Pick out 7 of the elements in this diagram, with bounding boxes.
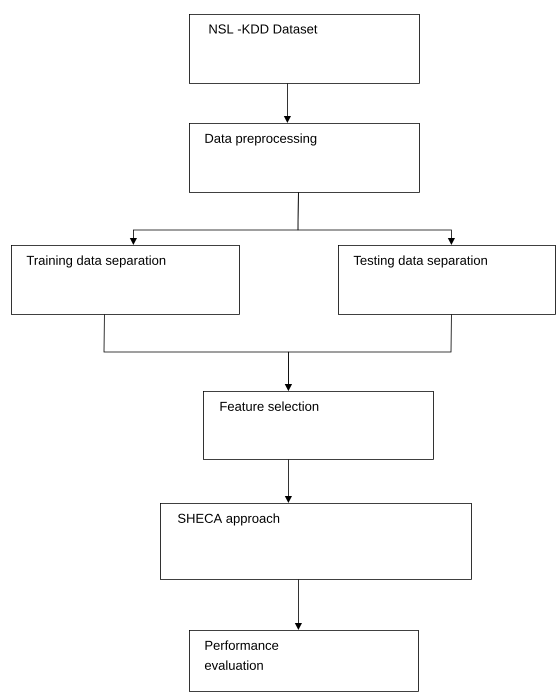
process-box: Testing data separation	[338, 245, 556, 315]
process-box: NSL -KDD Dataset	[189, 14, 420, 84]
process-box: Data preprocessing	[189, 123, 420, 193]
process-box: Feature selection	[203, 391, 434, 460]
process-box: Performance evaluation	[189, 630, 419, 692]
process-box: SHECA approach	[160, 503, 472, 580]
process-box: Training data separation	[11, 245, 240, 315]
